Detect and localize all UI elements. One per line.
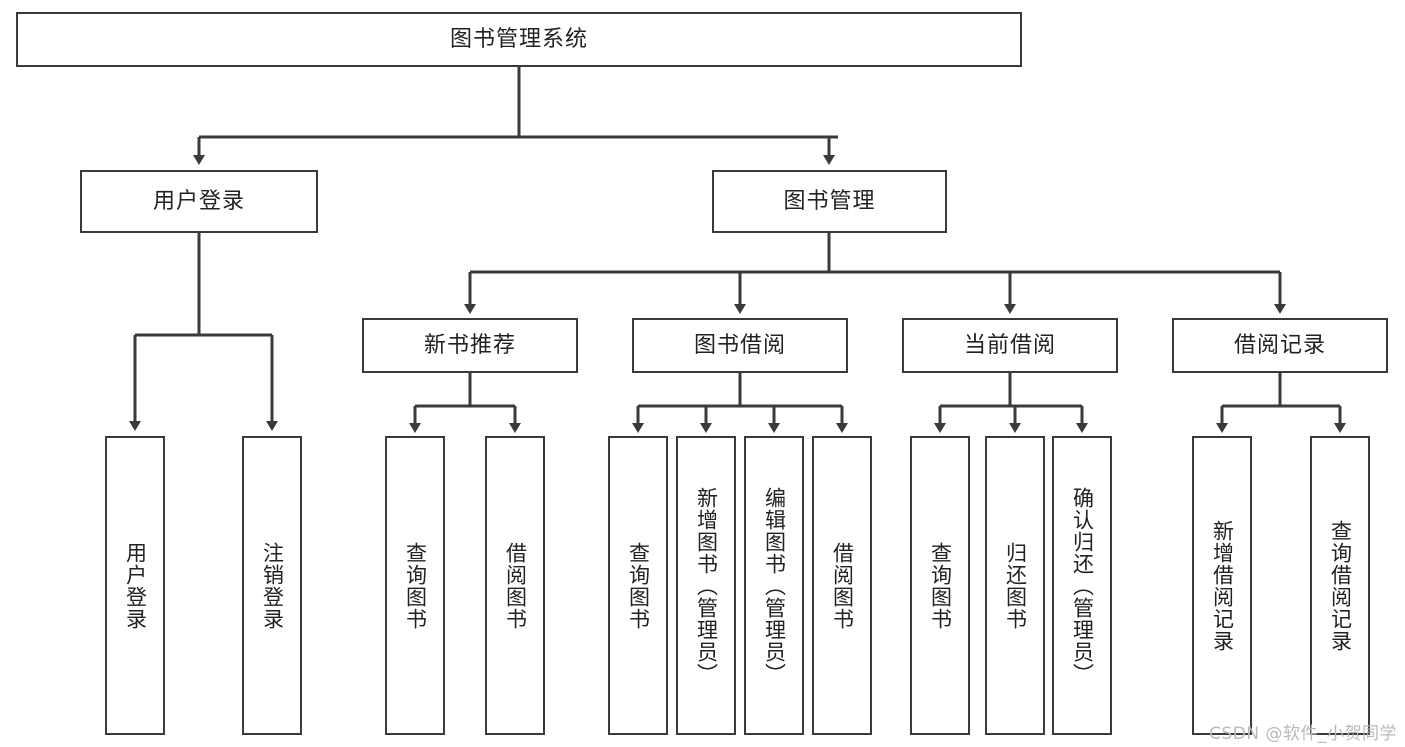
node-book-borrow-label: 图书借阅 [693, 332, 786, 358]
leaf-query-borrow-record-label: 查询借阅记录 [1328, 519, 1353, 652]
node-current-borrow[interactable]: 当前借阅 [902, 318, 1118, 373]
node-borrow-record[interactable]: 借阅记录 [1172, 318, 1388, 373]
leaf-user-login-label: 用户登录 [123, 541, 148, 630]
leaf-query-book-nb[interactable]: 查询图书 [385, 436, 445, 735]
node-user-login-label: 用户登录 [152, 188, 245, 214]
node-root-label: 图书管理系统 [449, 26, 588, 52]
leaf-add-borrow-record[interactable]: 新增借阅记录 [1192, 436, 1252, 735]
leaf-confirm-return-admin[interactable]: 确认归还（管理员） [1052, 436, 1112, 735]
leaf-logout[interactable]: 注销登录 [242, 436, 302, 735]
node-current-borrow-label: 当前借阅 [963, 332, 1056, 358]
leaf-return-book[interactable]: 归还图书 [985, 436, 1045, 735]
leaf-add-book-admin-label: 新增图书（管理员） [694, 486, 719, 685]
node-root[interactable]: 图书管理系统 [16, 12, 1022, 67]
node-user-login[interactable]: 用户登录 [80, 170, 318, 233]
leaf-query-book-cb-label: 查询图书 [928, 541, 953, 630]
node-book-borrow[interactable]: 图书借阅 [632, 318, 848, 373]
node-borrow-record-label: 借阅记录 [1233, 332, 1326, 358]
leaf-query-book-nb-label: 查询图书 [403, 541, 428, 630]
leaf-user-login[interactable]: 用户登录 [105, 436, 165, 735]
leaf-borrow-book-nb[interactable]: 借阅图书 [485, 436, 545, 735]
leaf-logout-label: 注销登录 [260, 541, 285, 630]
leaf-return-book-label: 归还图书 [1003, 541, 1028, 630]
leaf-edit-book-admin[interactable]: 编辑图书（管理员） [744, 436, 804, 735]
csdn-watermark: CSDN @软件_小贺同学 [1209, 724, 1397, 744]
node-new-book-recommend[interactable]: 新书推荐 [362, 318, 578, 373]
leaf-confirm-return-admin-label: 确认归还（管理员） [1070, 486, 1095, 685]
node-book-management-label: 图书管理 [783, 188, 876, 214]
leaf-query-book-bw-label: 查询图书 [626, 541, 651, 630]
leaf-add-borrow-record-label: 新增借阅记录 [1210, 519, 1235, 652]
leaf-borrow-book-bw-label: 借阅图书 [830, 541, 855, 630]
leaf-query-book-bw[interactable]: 查询图书 [608, 436, 668, 735]
leaf-add-book-admin[interactable]: 新增图书（管理员） [676, 436, 736, 735]
leaf-query-borrow-record[interactable]: 查询借阅记录 [1310, 436, 1370, 735]
leaf-query-book-cb[interactable]: 查询图书 [910, 436, 970, 735]
node-book-management[interactable]: 图书管理 [712, 170, 947, 233]
leaf-borrow-book-bw[interactable]: 借阅图书 [812, 436, 872, 735]
node-new-book-recommend-label: 新书推荐 [423, 332, 516, 358]
leaf-edit-book-admin-label: 编辑图书（管理员） [762, 486, 787, 685]
leaf-borrow-book-nb-label: 借阅图书 [503, 541, 528, 630]
